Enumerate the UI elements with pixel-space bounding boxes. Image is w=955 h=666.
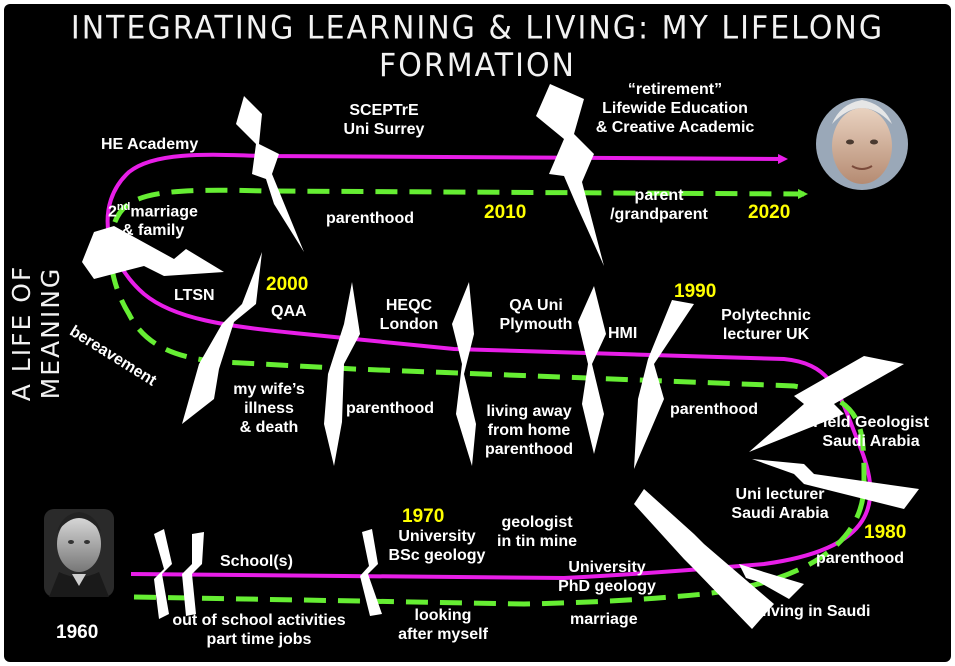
bolt-icon [749, 356, 904, 452]
label-school: School(s) [220, 553, 293, 570]
bolt-icon [182, 252, 262, 424]
bolt-icon [182, 532, 204, 616]
bolt-icon [82, 226, 224, 279]
portrait-recent-photo [816, 98, 908, 190]
diagram-title: INTEGRATING LEARNING & LIVING: MY LIFELO… [70, 9, 885, 85]
label-ltsn: LTSN [174, 287, 215, 304]
label-parenthood-1980: parenthood [816, 550, 904, 567]
diagram-canvas: INTEGRATING LEARNING & LIVING: MY LIFELO… [4, 4, 951, 662]
year-2010: 2010 [484, 202, 527, 223]
label-he-academy: HE Academy [101, 136, 199, 153]
year-1970: 1970 [402, 506, 445, 527]
label-hmi: HMI [608, 325, 638, 342]
bolt-icon [324, 282, 360, 466]
bolt-icon [536, 84, 604, 266]
year-2020: 2020 [748, 202, 791, 223]
timeline-graphics [44, 84, 919, 629]
label-retirement: “retirement”Lifewide Education& Creative… [595, 81, 755, 136]
label-second-marriage: 2ndmarriage & family [108, 201, 198, 240]
label-qaa: QAA [271, 303, 307, 320]
bolt-icon [236, 96, 304, 252]
bolt-icon [578, 286, 606, 454]
year-1990: 1990 [674, 281, 717, 302]
year-1960: 1960 [56, 622, 99, 643]
label-marriage: marriage [570, 611, 638, 628]
lightning-bolts [82, 84, 919, 629]
label-parent-grandparent: parent/grandparent [610, 187, 708, 223]
year-1980: 1980 [864, 522, 907, 543]
label-parenthood-mid2: parenthood [670, 401, 758, 418]
bolt-icon [154, 529, 172, 619]
year-2000: 2000 [266, 274, 309, 295]
bolt-icon [452, 282, 476, 466]
bolt-icon [752, 459, 919, 509]
label-parenthood-mid1: parenthood [346, 400, 434, 417]
bolt-icon [634, 489, 774, 629]
bolt-icon [634, 300, 694, 469]
label-living-in-saudi: living in Saudi [762, 603, 871, 620]
bolt-icon [739, 564, 804, 599]
learning-path [105, 152, 873, 581]
bolt-icon [360, 529, 382, 616]
label-parenthood-top: parenthood [326, 210, 414, 227]
portrait-childhood-photo [44, 509, 114, 597]
